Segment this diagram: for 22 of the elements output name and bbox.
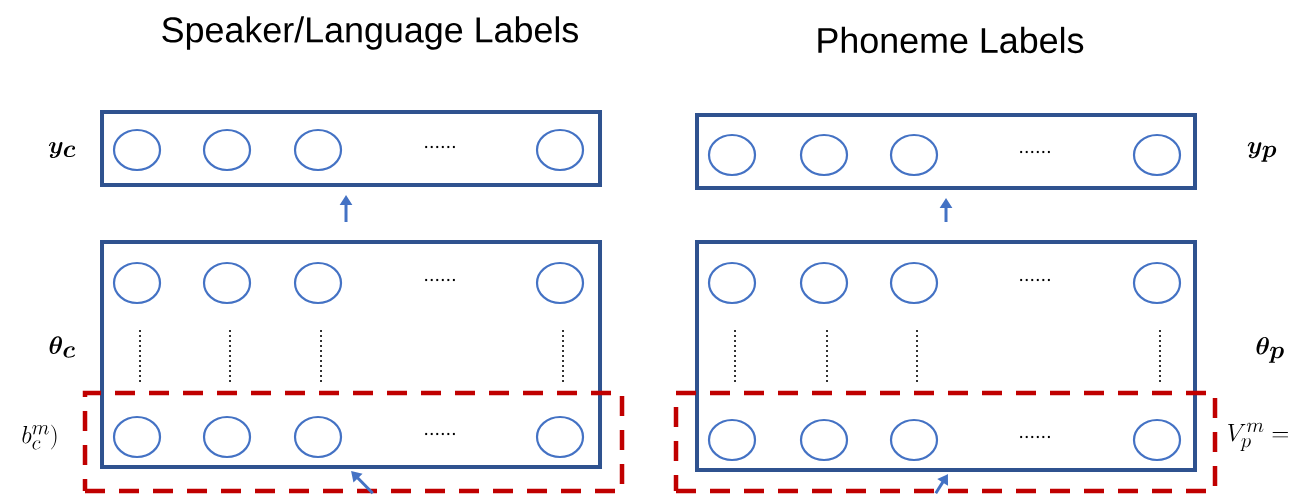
math-label: $V_p^m =$ <box>1228 422 1289 451</box>
ellipsis: ...... <box>425 278 455 282</box>
math-label: $\boldsymbol{\theta_c}$ <box>49 336 75 358</box>
arrow <box>934 474 948 495</box>
ellipsis: ...... <box>425 145 455 149</box>
heading: Speaker/Language Labels <box>162 16 578 50</box>
layer-box <box>695 240 1197 472</box>
highlight-box <box>82 390 625 494</box>
highlight-box <box>673 390 1218 494</box>
math-label: $\boldsymbol{\theta_p}$ <box>1256 336 1284 363</box>
layer-box <box>695 113 1197 190</box>
math-label: $\boldsymbol{y_p}$ <box>1247 142 1277 162</box>
math-label: $\boldsymbol{y_c}$ <box>48 141 76 159</box>
layer-box <box>100 110 602 187</box>
heading: Phoneme Labels <box>818 26 1084 54</box>
ellipsis: ...... <box>425 432 455 436</box>
ellipsis: ...... <box>1020 435 1050 439</box>
arrow <box>351 471 374 495</box>
layer-box <box>100 240 602 469</box>
ellipsis: ...... <box>1020 278 1050 282</box>
ellipsis: ...... <box>1020 150 1050 154</box>
math-label: $b_c^m)$ <box>22 424 57 450</box>
